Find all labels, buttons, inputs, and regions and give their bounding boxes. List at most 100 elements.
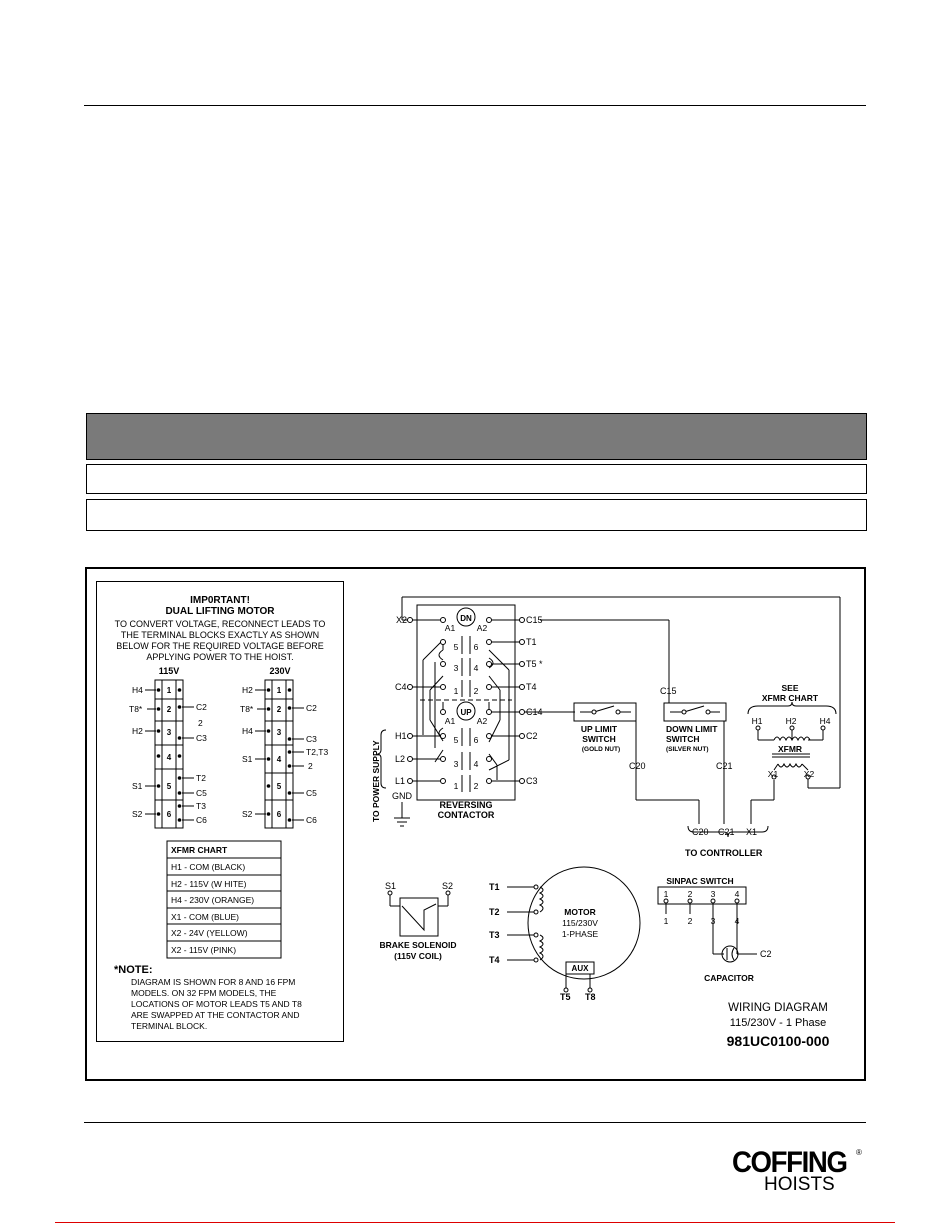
coil-terminal: A2 [477, 716, 488, 726]
motor-lead: T1 [489, 882, 500, 892]
contact-number: 1 [454, 686, 459, 696]
brake-terminal: S2 [442, 881, 453, 891]
contact-number: 3 [454, 759, 459, 769]
contact-number: 6 [474, 735, 479, 745]
up-limit-label: UP LIMIT [581, 724, 618, 734]
contact-number: 5 [454, 642, 459, 652]
brake-label: (115V COIL) [394, 951, 442, 961]
table-row: H2 - 115V (W HITE) [171, 879, 247, 889]
lead-label: H4 [132, 685, 143, 695]
lead-label: C5 [306, 788, 317, 798]
lead-label: S2 [242, 809, 253, 819]
lead-label: T8* [129, 704, 143, 714]
wire-label: T5 * [526, 659, 543, 669]
lead-label: H2 [242, 685, 253, 695]
xfmr-chart-title: XFMR CHART [171, 845, 228, 855]
wiring-diagram-subtitle: 115/230V - 1 Phase [730, 1017, 826, 1029]
controller-terminal: C21 [718, 827, 735, 837]
wire-label: L1 [395, 776, 405, 786]
terminal-number: 3 [277, 728, 282, 737]
capacitor-lead-label: C2 [760, 949, 772, 959]
table-row: H4 - 230V (ORANGE) [171, 895, 254, 905]
terminal-number: 5 [277, 782, 282, 791]
to-power-supply-label: TO POWER SUPPLY [371, 740, 381, 822]
logo-subtext: HOISTS [764, 1174, 835, 1195]
wire-label: X2 [396, 615, 407, 625]
up-limit-switch [573, 702, 700, 824]
table-row [86, 499, 867, 531]
terminal-number: 2 [167, 705, 172, 714]
table-row: H1 - COM (BLACK) [171, 862, 245, 872]
wire-label: T1 [526, 637, 537, 647]
contact-number: 5 [454, 735, 459, 745]
power-supply-bracket [376, 729, 410, 827]
lead-label: T2 [196, 773, 206, 783]
note-line: ARE SWAPPED AT THE CONTACTOR AND [131, 1010, 299, 1020]
sinpac-lead: 4 [735, 916, 740, 926]
lead-label: 2 [198, 718, 203, 728]
lead-label: T3 [196, 801, 206, 811]
registered-mark: ® [856, 1148, 862, 1157]
contact-number: 2 [474, 686, 479, 696]
wire-label: C20 [629, 761, 646, 771]
lead-label: T8* [240, 704, 254, 714]
down-limit-switch [540, 619, 727, 824]
table-row: X2 - 115V (PINK) [171, 945, 236, 955]
terminal-number: 4 [167, 753, 172, 762]
sinpac-terminal: 4 [735, 889, 740, 899]
terminal-number: 1 [167, 686, 172, 695]
lead-label: C3 [196, 733, 207, 743]
controller-terminal: C20 [692, 827, 709, 837]
logo-wordmark: COFFING [732, 1146, 848, 1179]
motor-lead: T3 [489, 930, 500, 940]
sinpac-lead: 1 [664, 916, 669, 926]
xfmr-chart-table [166, 840, 282, 959]
up-coil-label: UP [460, 708, 472, 717]
contact-number: 4 [474, 663, 479, 673]
contact-number: 4 [474, 759, 479, 769]
sinpac-terminal: 3 [711, 889, 716, 899]
contactor-label: CONTACTOR [438, 810, 495, 820]
terminal-number: 1 [277, 686, 282, 695]
xfmr-terminal: H2 [786, 716, 797, 726]
capacitor-label: CAPACITOR [704, 973, 754, 983]
lead-label: S1 [242, 754, 253, 764]
lead-label: 2 [308, 761, 313, 771]
xfmr-terminal: X2 [804, 769, 815, 779]
motor-label: MOTOR [564, 907, 595, 917]
terminal-number: 5 [167, 782, 172, 791]
note-line: MODELS. ON 32 FPM MODELS, THE [131, 988, 277, 998]
terminal-number: 3 [167, 728, 172, 737]
down-limit-label: SWITCH [666, 734, 700, 744]
panel-title-important: IMP0RTANT! [190, 595, 250, 606]
contact-number: 3 [454, 663, 459, 673]
table-header-bar [86, 413, 867, 460]
sinpac-lead: 2 [688, 916, 693, 926]
dn-coil-label: DN [460, 614, 472, 623]
page-edge-line [55, 1222, 895, 1223]
controller-bracket [687, 825, 769, 838]
lead-label: T2,T3 [306, 747, 328, 757]
motor-label: 1-PHASE [562, 929, 599, 939]
to-controller-label: TO CONTROLLER [685, 848, 763, 858]
lead-label: H4 [242, 726, 253, 736]
see-xfmr-label: XFMR CHART [762, 693, 819, 703]
voltage-instructions-panel [96, 581, 344, 1042]
aux-winding-label: AUX [572, 964, 590, 973]
note-line: LOCATIONS OF MOTOR LEADS T5 AND T8 [131, 999, 302, 1009]
note-line: TERMINAL BLOCK. [131, 1021, 207, 1031]
terminal-number: 2 [277, 705, 282, 714]
xfmr-terminal: H4 [820, 716, 831, 726]
note-title: *NOTE: [114, 964, 153, 976]
contact-number: 2 [474, 781, 479, 791]
coffing-hoists-logo: COFFING ® HOISTS [732, 1148, 864, 1196]
reversing-contactor [401, 596, 841, 801]
motor-lead: T5 [560, 992, 571, 1002]
panel-instruction-line: THE TERMINAL BLOCKS EXACTLY AS SHOWN [121, 630, 319, 640]
up-limit-label: (GOLD NUT) [582, 746, 620, 753]
xfmr-terminal: H1 [752, 716, 763, 726]
lead-label: C2 [196, 702, 207, 712]
wire-label: C21 [716, 761, 733, 771]
terminal-number: 4 [277, 755, 282, 764]
block-230v-label: 230V [269, 666, 290, 676]
